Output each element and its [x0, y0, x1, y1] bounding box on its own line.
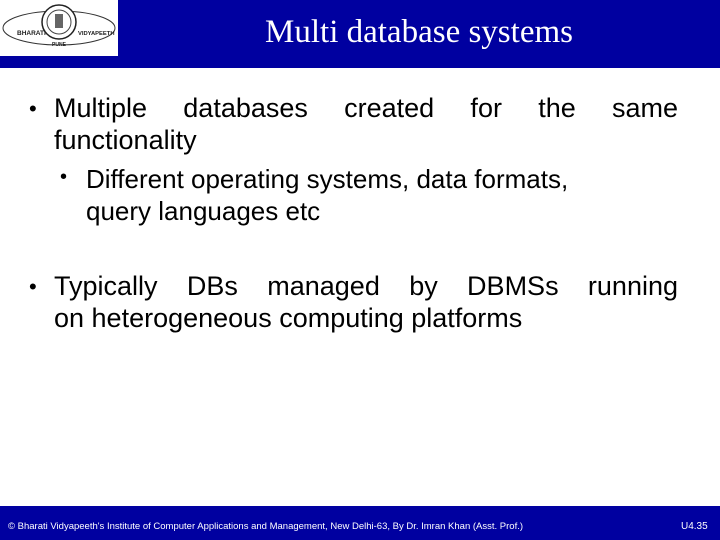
bullet-1-sub-line-1: Different operating systems, data format… [86, 164, 569, 194]
logo-right-text: VIDYAPEETH [78, 31, 115, 37]
bullet-marker: • [29, 274, 37, 299]
institute-logo: BHARATI VIDYAPEETH PUNE [0, 0, 118, 56]
logo-bottom-text: PUNE [52, 42, 67, 48]
logo-left-text: BHARATI [17, 30, 46, 37]
sub-bullet-marker: • [60, 166, 68, 188]
bullet-2-line-1: Typically DBs managed by DBMSs running [54, 271, 678, 301]
slide-header: BHARATI VIDYAPEETH PUNE Multi database s… [0, 0, 720, 68]
bullet-2-line-2: on heterogeneous computing platforms [54, 303, 523, 333]
logo-emblem-icon: BHARATI VIDYAPEETH PUNE [0, 0, 118, 56]
bullet-1-line-1: Multiple databases created for the same [54, 93, 678, 123]
bullet-1-sub-line-2: query languages etc [86, 196, 321, 226]
slide-title: Multi database systems [265, 13, 573, 50]
bullet-marker: • [29, 96, 37, 121]
bullet-1-line-2: functionality [54, 125, 197, 155]
page-number: U4.35 [681, 521, 708, 532]
slide-footer: © Bharati Vidyapeeth's Institute of Comp… [0, 506, 720, 540]
footer-credit: © Bharati Vidyapeeth's Institute of Comp… [8, 521, 524, 532]
